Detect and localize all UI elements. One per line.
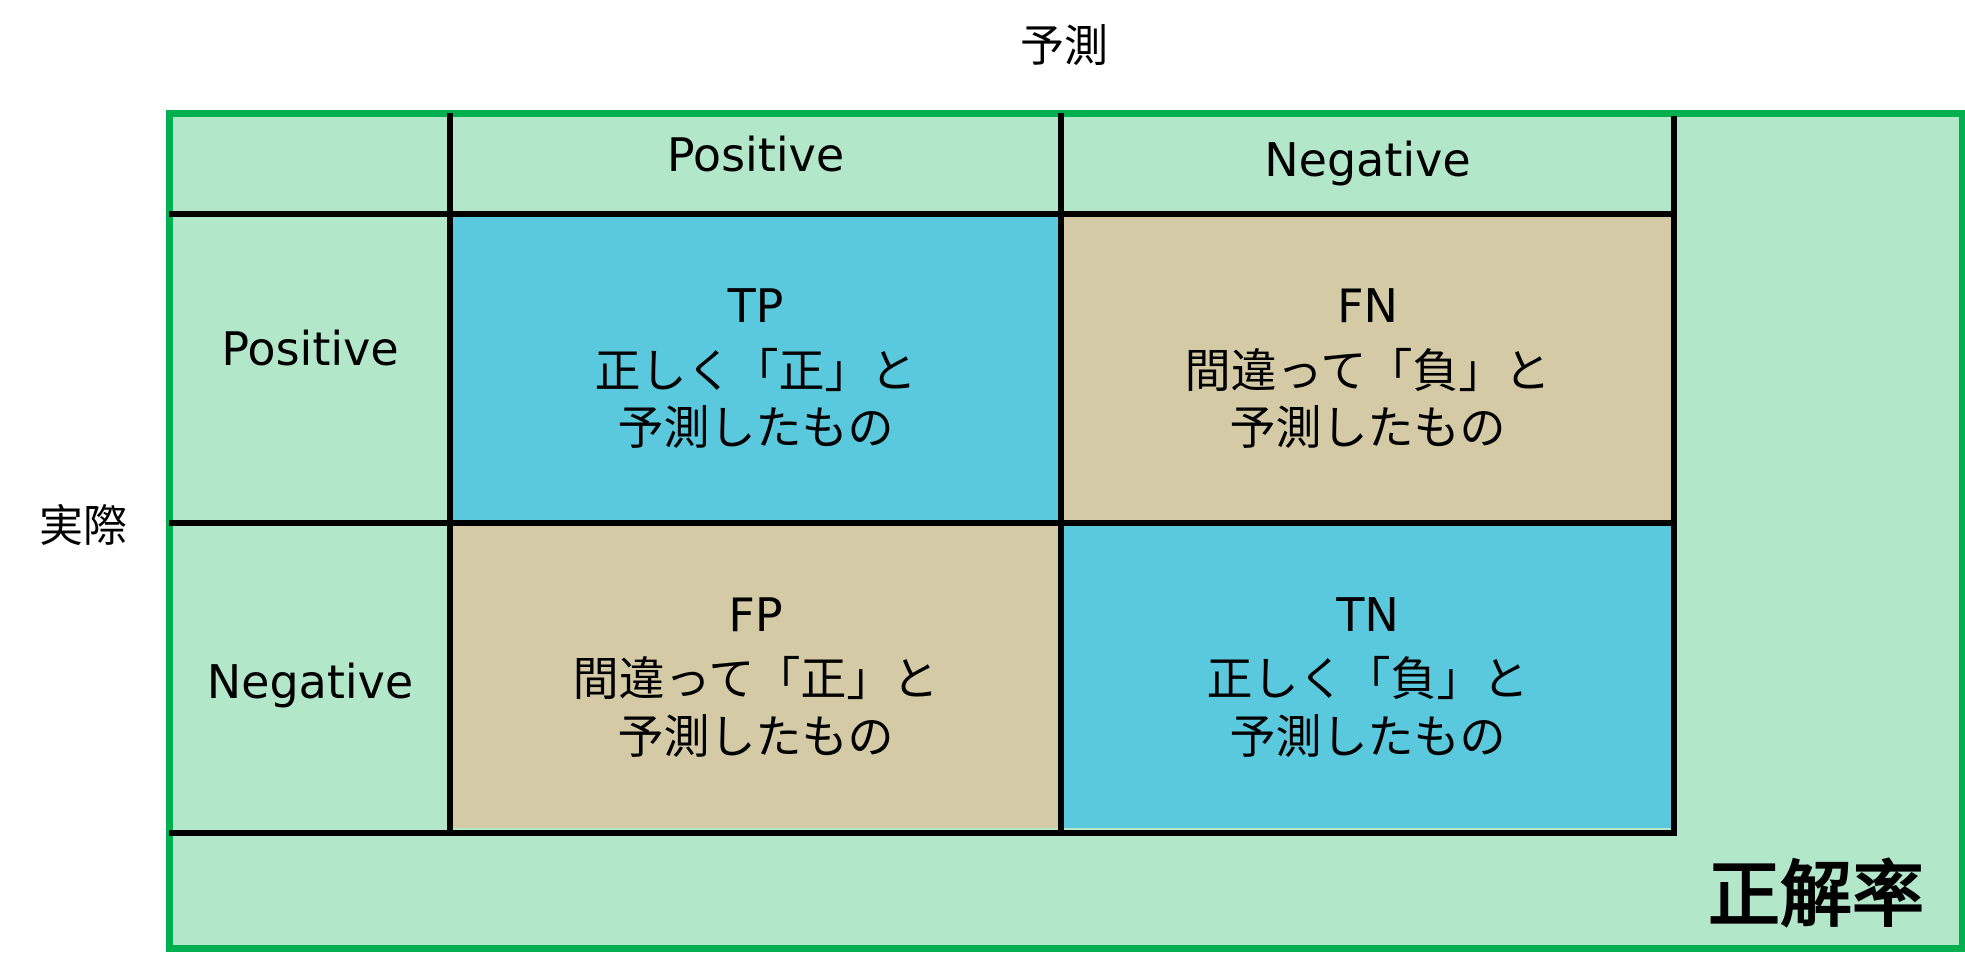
cell-desc-line1: 間違って「負」と [1184, 343, 1551, 398]
cell-desc-line2: 予測したもの [617, 709, 894, 764]
accuracy-label: 正解率 [1707, 853, 1924, 937]
column-header-negative: Negative [1064, 113, 1671, 211]
row-header-negative: Negative [173, 526, 447, 828]
predicted-axis-label: 予測 [1020, 21, 1108, 72]
grid-line-horizontal-2 [169, 520, 1677, 526]
cell-tp: TP 正しく「正」と 予測したもの [453, 217, 1058, 520]
cell-desc-line2: 予測したもの [1229, 709, 1506, 764]
grid-line-horizontal-3 [169, 830, 1677, 836]
cell-desc-line1: 間違って「正」と [572, 652, 939, 707]
grid-line-vertical-3 [1671, 116, 1677, 836]
cell-tn: TN 正しく「負」と 予測したもの [1064, 526, 1671, 828]
cell-fp: FP 間違って「正」と 予測したもの [453, 526, 1058, 828]
column-header-label: Positive [666, 128, 845, 182]
cell-desc-line2: 予測したもの [1229, 401, 1506, 456]
cell-code: TP [727, 279, 784, 334]
cell-code: FP [728, 587, 783, 642]
cell-desc-line1: 正しく「負」と [1206, 652, 1529, 707]
row-header-label: Positive [221, 321, 399, 376]
cell-code: FN [1337, 279, 1398, 334]
grid-line-vertical-1 [447, 113, 453, 836]
row-header-positive: Positive [173, 217, 447, 520]
row-header-label: Negative [206, 655, 414, 709]
grid-line-vertical-2 [1058, 113, 1064, 836]
grid-line-horizontal-1 [169, 211, 1677, 217]
cell-fn: FN 間違って「負」と 予測したもの [1064, 217, 1671, 520]
column-header-label: Negative [1264, 133, 1471, 187]
cell-desc-line2: 予測したもの [617, 401, 894, 456]
cell-code: TN [1336, 587, 1399, 642]
actual-axis-label: 実際 [39, 501, 127, 552]
cell-desc-line1: 正しく「正」と [594, 343, 917, 398]
column-header-positive: Positive [453, 113, 1058, 211]
